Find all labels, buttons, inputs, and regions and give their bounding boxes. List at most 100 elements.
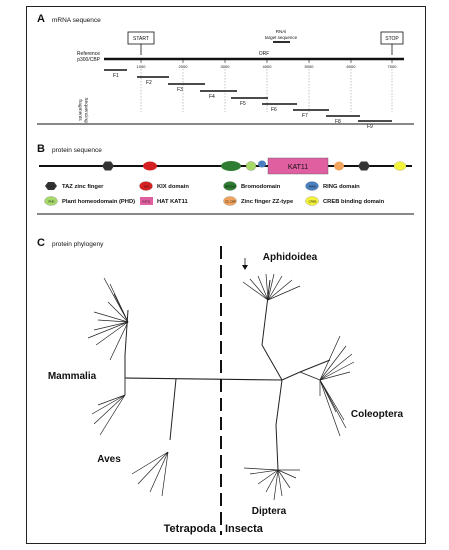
legend-label: Bromodomain: [241, 184, 281, 190]
zz-domain: [334, 161, 344, 171]
legend-swatch: [139, 181, 153, 191]
legend-swatch-symbol: CREB: [309, 199, 317, 203]
tree-branch: [149, 451, 169, 493]
fragment-label: F6: [271, 107, 277, 113]
scale-tick-label: 2000: [179, 64, 189, 69]
kix-domain: [143, 161, 157, 171]
fragment-label: F3: [177, 87, 183, 93]
legend-swatch: [305, 196, 319, 206]
tree-branch: [113, 293, 129, 323]
legend-swatch: [140, 197, 153, 205]
legend-label: KIX domain: [157, 184, 189, 190]
kat11-domain: [267, 157, 329, 175]
legend-swatch-symbol: RING: [309, 184, 316, 188]
tree-branch: [161, 451, 169, 497]
tree-branch: [257, 469, 279, 485]
panel-b-title: protein sequence: [52, 147, 102, 154]
tree-branch: [99, 394, 126, 436]
tree-branch: [242, 281, 269, 301]
stop-label: STOP: [385, 36, 399, 42]
legend-swatch: [305, 181, 319, 191]
tree-branch: [275, 379, 283, 426]
clade-mammalia: Mammalia: [48, 371, 97, 382]
tree-branch: [257, 275, 269, 301]
clade-diptera: Diptera: [252, 506, 287, 517]
legend-swatch-symbol: KIX: [144, 184, 149, 188]
tree-branch: [137, 451, 169, 485]
panel-a-letter: A: [37, 13, 45, 25]
clade-coleoptera: Coleoptera: [351, 409, 404, 420]
panel-b-letter: B: [37, 143, 45, 155]
tree-branch: [97, 394, 126, 406]
tree-branch: [261, 279, 271, 346]
legend-swatch: [44, 196, 58, 206]
tree-branch: [93, 321, 129, 331]
legend-swatch-symbol: KAT11: [142, 199, 151, 203]
legend-swatch-symbol: ZZ_CBP: [225, 199, 236, 203]
rnai-label-2: target sequence: [265, 35, 298, 40]
tree-branch: [267, 279, 293, 301]
legend-swatch-symbol: PHD: [49, 199, 55, 203]
fragments-label-2: fragments: [77, 99, 83, 121]
figure-frame: [26, 6, 426, 544]
clade-aves: Aves: [97, 454, 121, 465]
taz-domain-1: [102, 161, 114, 171]
legend-swatch: [45, 182, 57, 190]
tree-branch: [281, 371, 301, 381]
tree-branch: [319, 335, 341, 381]
arrow-head-icon: [242, 265, 248, 270]
tree-branch: [169, 378, 177, 441]
tree-branch: [299, 359, 331, 373]
panel-c-title: protein phylogeny: [52, 241, 104, 248]
tree-branch: [97, 319, 129, 323]
tree-branch: [107, 301, 129, 323]
tree-branch: [319, 361, 355, 381]
fragment-label: F8: [335, 119, 341, 125]
tree-branch: [319, 353, 353, 381]
legend-swatch-symbol: TAZ: [49, 184, 54, 188]
panel-a: A mRNA sequence START STOP RNAi target s…: [37, 13, 404, 130]
start-label: START: [133, 36, 149, 42]
fragment-label: F2: [146, 80, 152, 86]
scale-tick-label: 7000: [388, 64, 398, 69]
legend-label: Zinc finger ZZ-type: [241, 199, 294, 205]
tetrapoda-label: Tetrapoda: [164, 523, 217, 535]
tree-branch: [93, 311, 129, 323]
fragments-label-1: Sequencing: [83, 97, 89, 123]
panel-a-title: mRNA sequence: [52, 17, 101, 24]
creb-domain: [393, 161, 407, 171]
tree-branch: [299, 371, 321, 381]
tree-branch: [273, 469, 279, 501]
legend-label: RING domain: [323, 184, 360, 190]
tree-branch: [277, 469, 297, 479]
reference-label-1: Reference: [77, 51, 100, 57]
tree-branch: [93, 394, 126, 425]
scale-tick-label: 5000: [305, 64, 315, 69]
tree-branch: [124, 377, 283, 381]
tree-branch: [319, 379, 341, 437]
tree-branch: [275, 424, 279, 471]
tree-branch: [319, 345, 347, 381]
tree-branch: [249, 278, 269, 301]
tree-branch: [131, 451, 169, 475]
legend-label: Plant homeodomain (PHD): [62, 199, 135, 205]
tree-branch: [124, 309, 129, 356]
orf-label: ORF: [259, 51, 270, 57]
tree-branch: [265, 273, 269, 301]
tree-branch: [249, 469, 279, 475]
reference-label-2: p300/CBP: [77, 57, 100, 63]
panel-c: C protein phylogeny Aphidoidea Mammalia …: [37, 237, 404, 535]
fragment-label: F1: [113, 73, 119, 79]
tree-branch: [261, 344, 283, 381]
tree-branch: [319, 379, 347, 429]
legend-swatch-symbol: BROMO: [225, 184, 236, 188]
tree-branch: [319, 371, 351, 381]
fragment-label: F5: [240, 101, 246, 107]
tree-branch: [277, 469, 291, 489]
phd-domain: [245, 161, 257, 171]
